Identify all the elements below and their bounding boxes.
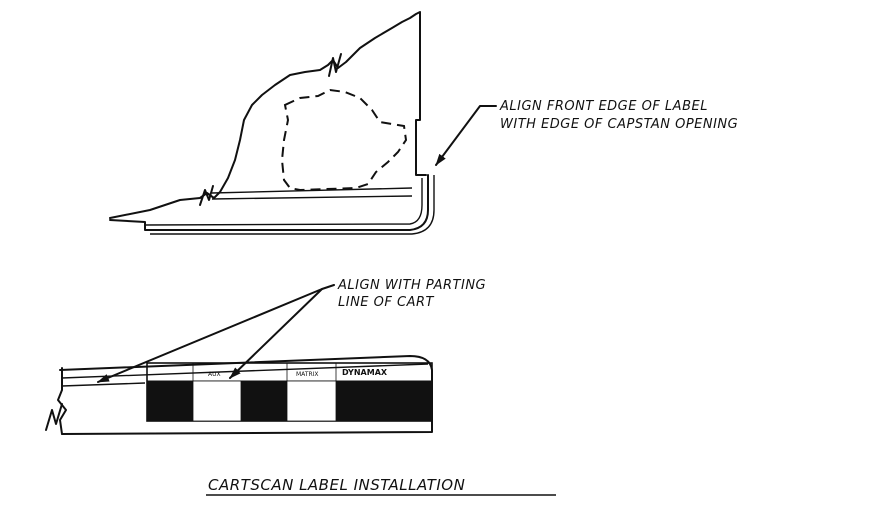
cart-base-bottom-edge	[109, 174, 429, 231]
label-brand-text: DYNAMAX	[342, 368, 388, 377]
caption-text: CARTSCAN LABEL INSTALLATION	[208, 476, 465, 494]
parting-leader-arrow-left	[97, 284, 335, 383]
parting-line-callout: ALIGN WITH PARTING LINE OF CART	[97, 278, 486, 383]
label-bar-black-2	[241, 381, 287, 421]
parting-callout-line2: LINE OF CART	[338, 295, 434, 310]
cartscan-label-strip: AUX MATRIX DYNAMAX	[146, 362, 433, 422]
label-bar-black-3	[336, 381, 432, 421]
label-bar-white-1	[192, 380, 242, 422]
label-matrix-text: MATRIX	[296, 371, 319, 378]
cart-side-top-line	[61, 363, 429, 379]
parting-leader-arrow-right	[229, 288, 323, 379]
break-symbol-side	[45, 403, 63, 431]
cart-corner-view	[109, 11, 435, 235]
label-bar-white-2	[286, 380, 337, 422]
cart-breakout-outline	[109, 11, 427, 219]
capstan-callout-line2: WITH EDGE OF CAPSTAN OPENING	[500, 117, 738, 132]
parting-callout-line1: ALIGN WITH PARTING	[337, 278, 486, 293]
cart-side-parting-line	[61, 382, 146, 387]
break-symbol-left	[199, 185, 214, 206]
label-bar-black-1	[147, 381, 193, 421]
cart-base-rail-upper	[211, 187, 413, 194]
cart-base-inner-edge	[144, 178, 423, 226]
cart-base-rail-lower	[211, 195, 413, 200]
capstan-leader-arrow	[435, 105, 497, 166]
break-symbol-top	[328, 53, 342, 77]
label-aux-text: AUX	[208, 371, 221, 378]
capstan-callout: ALIGN FRONT EDGE OF LABEL WITH EDGE OF C…	[435, 99, 738, 166]
drawing-caption: CARTSCAN LABEL INSTALLATION	[206, 476, 556, 496]
capstan-callout-line1: ALIGN FRONT EDGE OF LABEL	[499, 99, 708, 114]
label-edge-curve	[150, 175, 435, 235]
capstan-opening-dashed	[280, 88, 408, 192]
cart-side-view: AUX MATRIX DYNAMAX	[45, 355, 433, 435]
